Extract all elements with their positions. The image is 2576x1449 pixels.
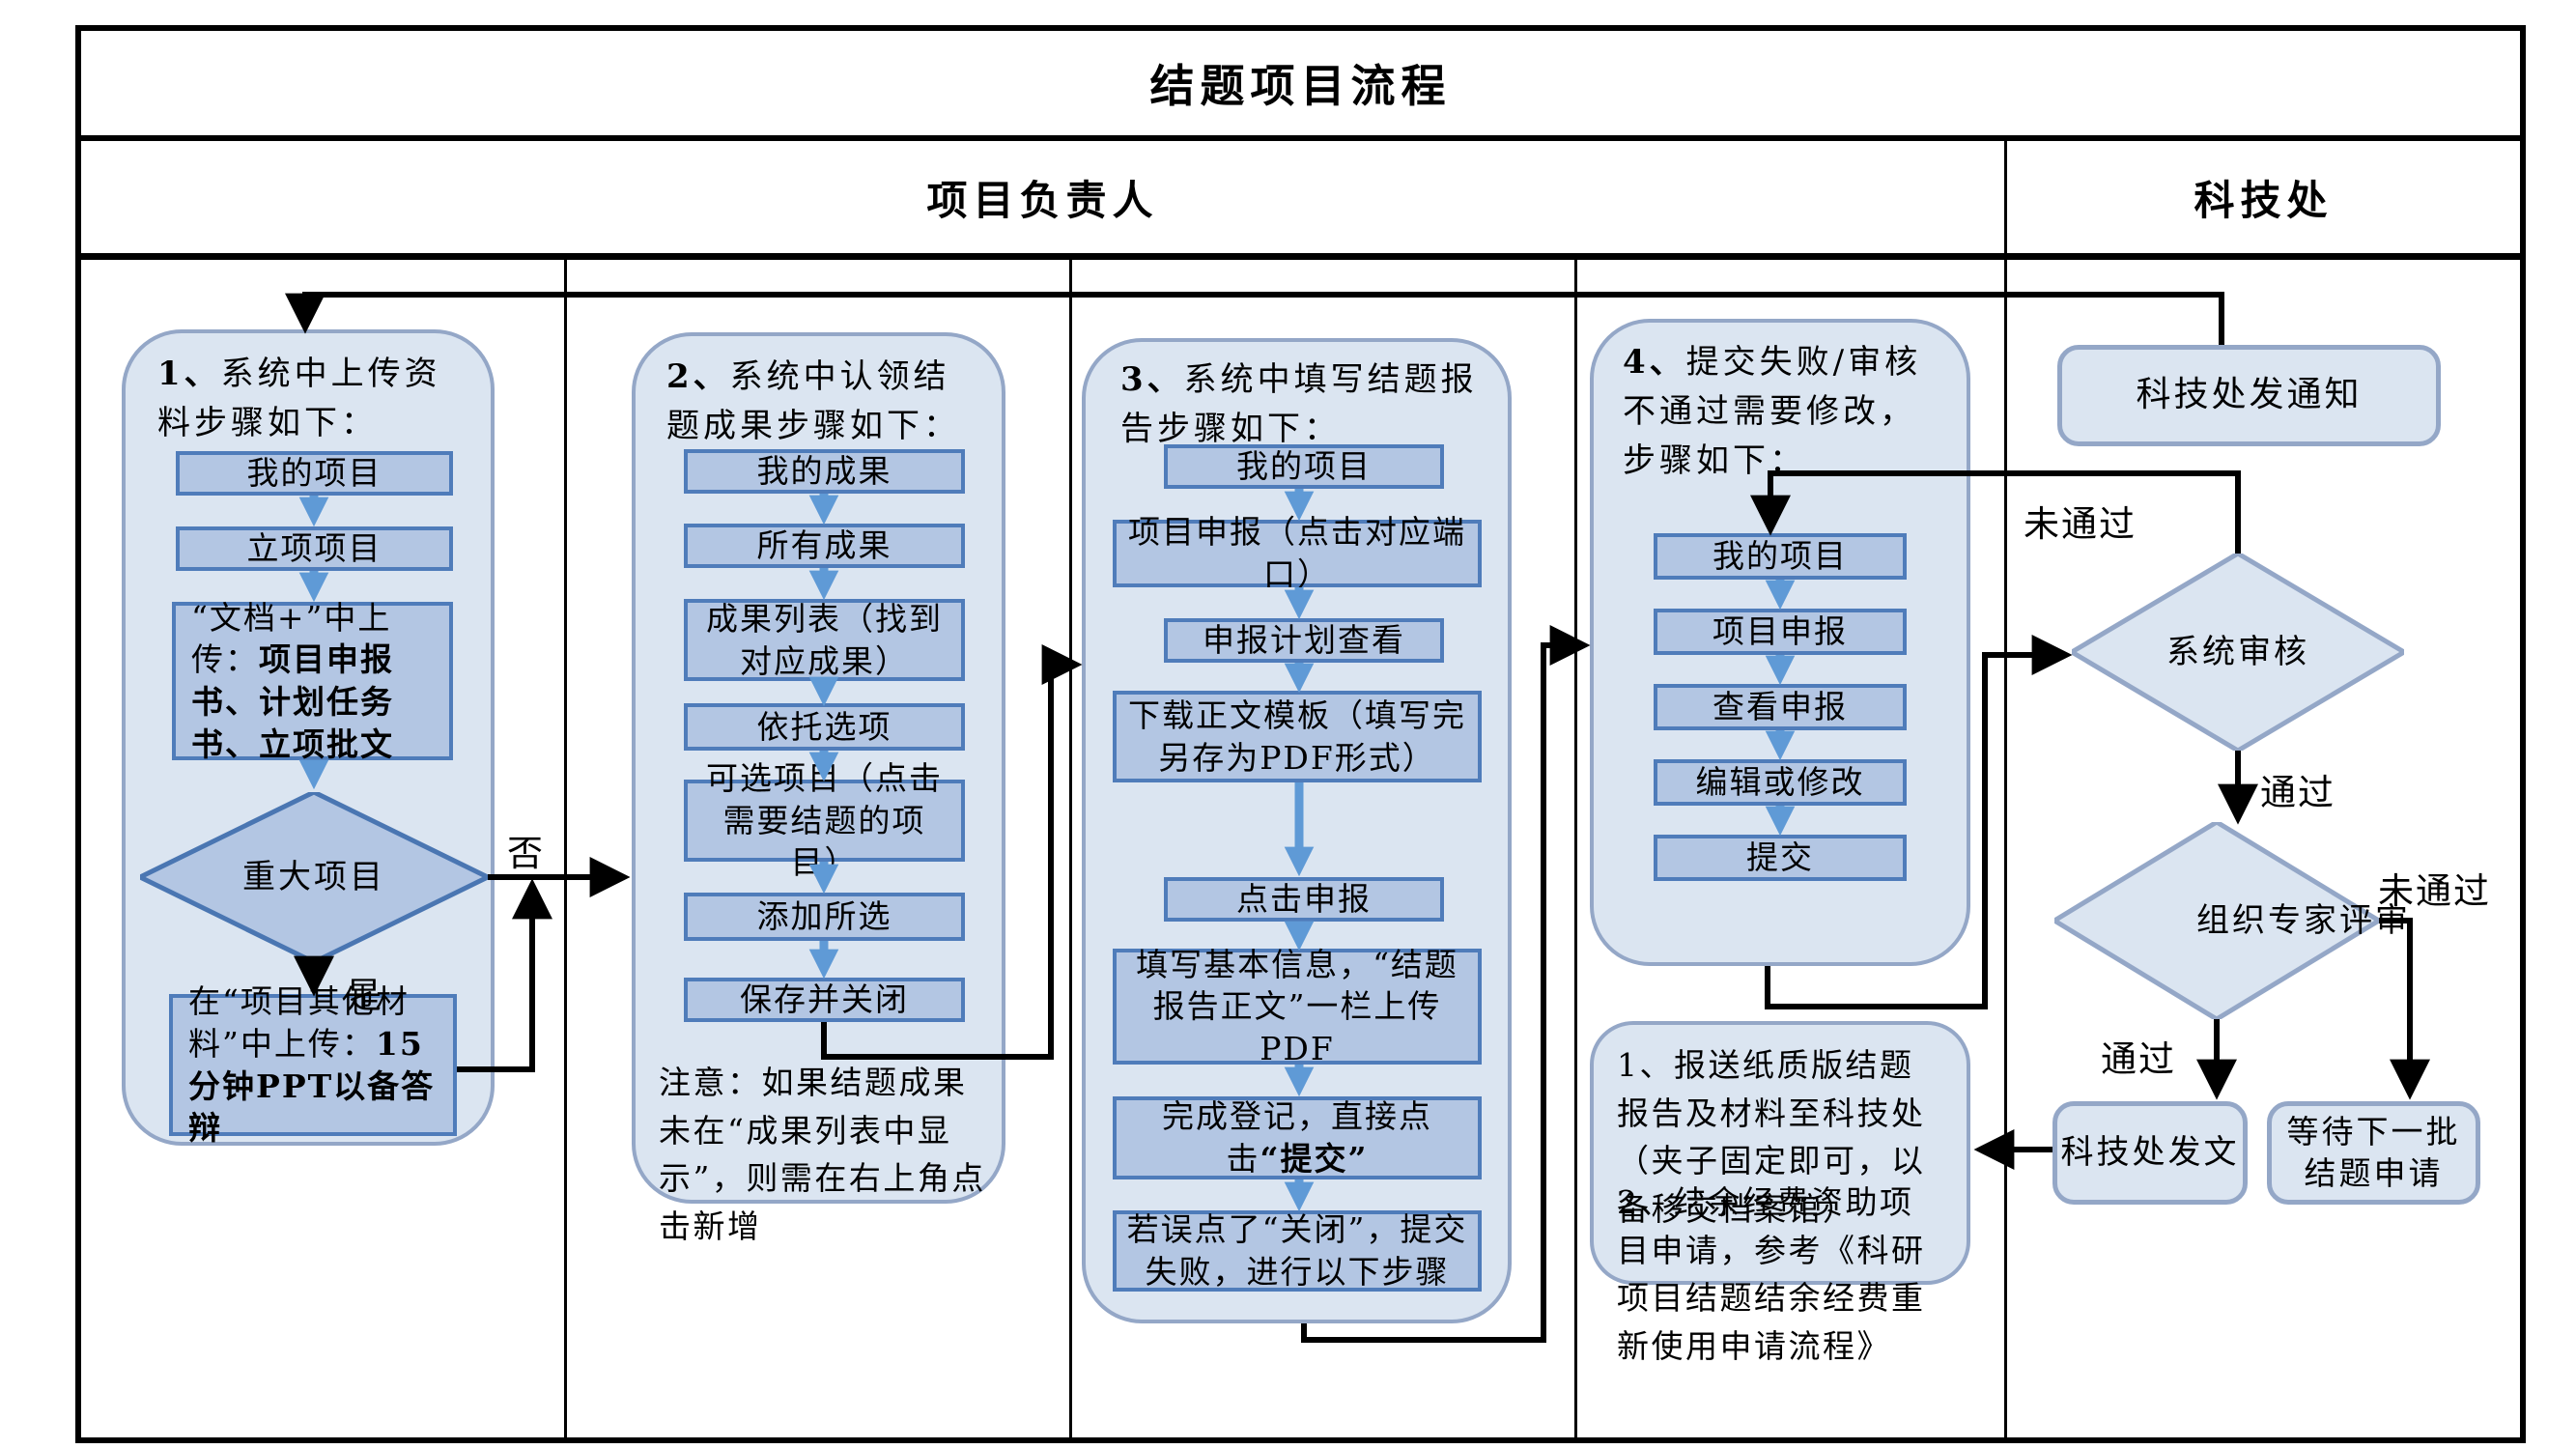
col-divider-2 <box>1069 260 1072 1437</box>
container4-title: 4、提交失败/审核不通过需要修改，步骤如下： <box>1623 338 1941 486</box>
doc-upload-bold: 项目申报书、计划任务书、立项批文 <box>191 640 394 763</box>
container2-title: 2、系统中认领结题成果步骤如下： <box>666 353 985 451</box>
step-edit-modify: 编辑或修改 <box>1654 759 1907 806</box>
lane-header-keji: 科技处 <box>2194 176 2334 224</box>
paper-note-1: 1、报送纸质版结题报告及材料至科技处（夹子固定即可，以备移交档案馆） <box>1617 1046 1926 1228</box>
step-fill-info-upload-pdf: 填写基本信息，“结题报告正文”一栏上传PDF <box>1113 946 1482 1067</box>
container2-title-text: 系统中认领结题成果步骤如下： <box>666 357 960 445</box>
container3-number: 3、 <box>1120 360 1184 399</box>
step-finish-submit: 完成登记，直接点击“提交” <box>1113 1096 1482 1179</box>
container4-number: 4、 <box>1623 343 1686 382</box>
container-paper-notes <box>1590 1021 1970 1285</box>
step-download-template: 下载正文模板（填写完另存为PDF形式） <box>1113 691 1482 782</box>
step-project-declare-port: 项目申报（点击对应端口） <box>1113 513 1482 593</box>
container1-number: 1、 <box>157 355 221 393</box>
step-save-close: 保存并关闭 <box>684 978 965 1022</box>
container1-title: 1、系统中上传资料步骤如下： <box>157 350 468 448</box>
lane-header-owner: 项目负责人 <box>926 176 1159 224</box>
page-title: 结题项目流程 <box>1149 60 1452 112</box>
step-view-declare: 查看申报 <box>1654 684 1907 730</box>
container2-note: 注意：如果结题成果未在“成果列表中显示”，则需在右上角点击新增 <box>659 1064 986 1245</box>
table-border-left <box>75 25 81 1443</box>
step-ppt-upload: 在“项目其他材料”中上传：15分钟PPT以备答辩 <box>169 982 457 1147</box>
decision-major-project-label: 重大项目 <box>242 857 385 896</box>
step-achievement-list: 成果列表（找到对应成果） <box>684 599 965 681</box>
step-doc-upload: “文档+”中上传：项目申报书、计划任务书、立项批文 <box>172 598 453 763</box>
decision-system-review: 系统审核 <box>2072 554 2404 751</box>
container3-title-text: 系统中填写结题报告步骤如下： <box>1120 360 1478 448</box>
diamond-shape <box>140 792 488 962</box>
decision-major-project: 重大项目 <box>140 792 488 962</box>
container2-number: 2、 <box>666 357 730 396</box>
col-divider-1 <box>564 260 567 1437</box>
step-my-projects-4: 我的项目 <box>1654 533 1907 580</box>
table-border-right <box>2520 25 2526 1443</box>
ppt-upload-bold: 15分钟PPT以备答辩 <box>188 1024 436 1148</box>
decision-expert-review-label: 组织专家评审 <box>2196 900 2411 940</box>
branch-label-yes: 是 <box>346 975 383 1016</box>
node-notify: 科技处发通知 <box>2057 345 2441 446</box>
step-plan-view: 申报计划查看 <box>1164 618 1444 663</box>
ppt-upload-pre: 在“项目其他材料”中上传： <box>188 982 410 1063</box>
container3-title: 3、系统中填写结题报告步骤如下： <box>1120 355 1492 454</box>
title-row-divider <box>75 135 2526 141</box>
label-pass-system: 通过 <box>2260 772 2335 813</box>
label-pass-expert: 通过 <box>2101 1038 2176 1080</box>
decision-expert-review: 组织专家评审 <box>2054 822 2408 1019</box>
diamond-shape-expert <box>2054 822 2379 1019</box>
step-my-projects-1: 我的项目 <box>176 451 453 496</box>
node-issue-doc: 科技处发文 <box>2052 1101 2248 1205</box>
label-fail-expert: 未通过 <box>2378 870 2491 912</box>
step-rely-option: 依托选项 <box>684 703 965 751</box>
step-approved-projects: 立项项目 <box>176 526 453 571</box>
diamond-shape-system <box>2072 554 2404 751</box>
doc-upload-pre: “文档+”中上传： <box>191 598 392 679</box>
step-my-achievements: 我的成果 <box>684 449 965 494</box>
step-wrong-close: 若误点了“关闭”，提交失败，进行以下步骤 <box>1113 1210 1482 1292</box>
finish-submit-bold: “提交” <box>1260 1140 1369 1178</box>
step-my-projects-3: 我的项目 <box>1164 444 1444 489</box>
table-border-bottom <box>75 1437 2526 1443</box>
container1-title-text: 系统中上传资料步骤如下： <box>157 355 441 442</box>
header-row-divider <box>75 253 2526 260</box>
step-all-achievements: 所有成果 <box>684 524 965 568</box>
paper-note-2: 2、结余经费资助项目申请，参考《科研项目结题结余经费重新使用申请流程》 <box>1617 1183 1926 1365</box>
step-project-declare-4: 项目申报 <box>1654 609 1907 655</box>
step-selectable-projects: 可选项目（点击需要结题的项目） <box>684 759 965 881</box>
step-submit: 提交 <box>1654 835 1907 881</box>
lane-divider-right <box>2004 141 2007 1437</box>
decision-system-review-label: 系统审核 <box>2166 632 2309 671</box>
node-wait-next: 等待下一批结题申请 <box>2267 1101 2480 1205</box>
table-border-top <box>75 25 2526 31</box>
step-add-selected: 添加所选 <box>684 893 965 941</box>
branch-label-no: 否 <box>507 833 545 874</box>
step-click-declare: 点击申报 <box>1164 877 1444 922</box>
col-divider-3 <box>1574 260 1577 1437</box>
label-fail-system: 未通过 <box>2024 503 2137 545</box>
